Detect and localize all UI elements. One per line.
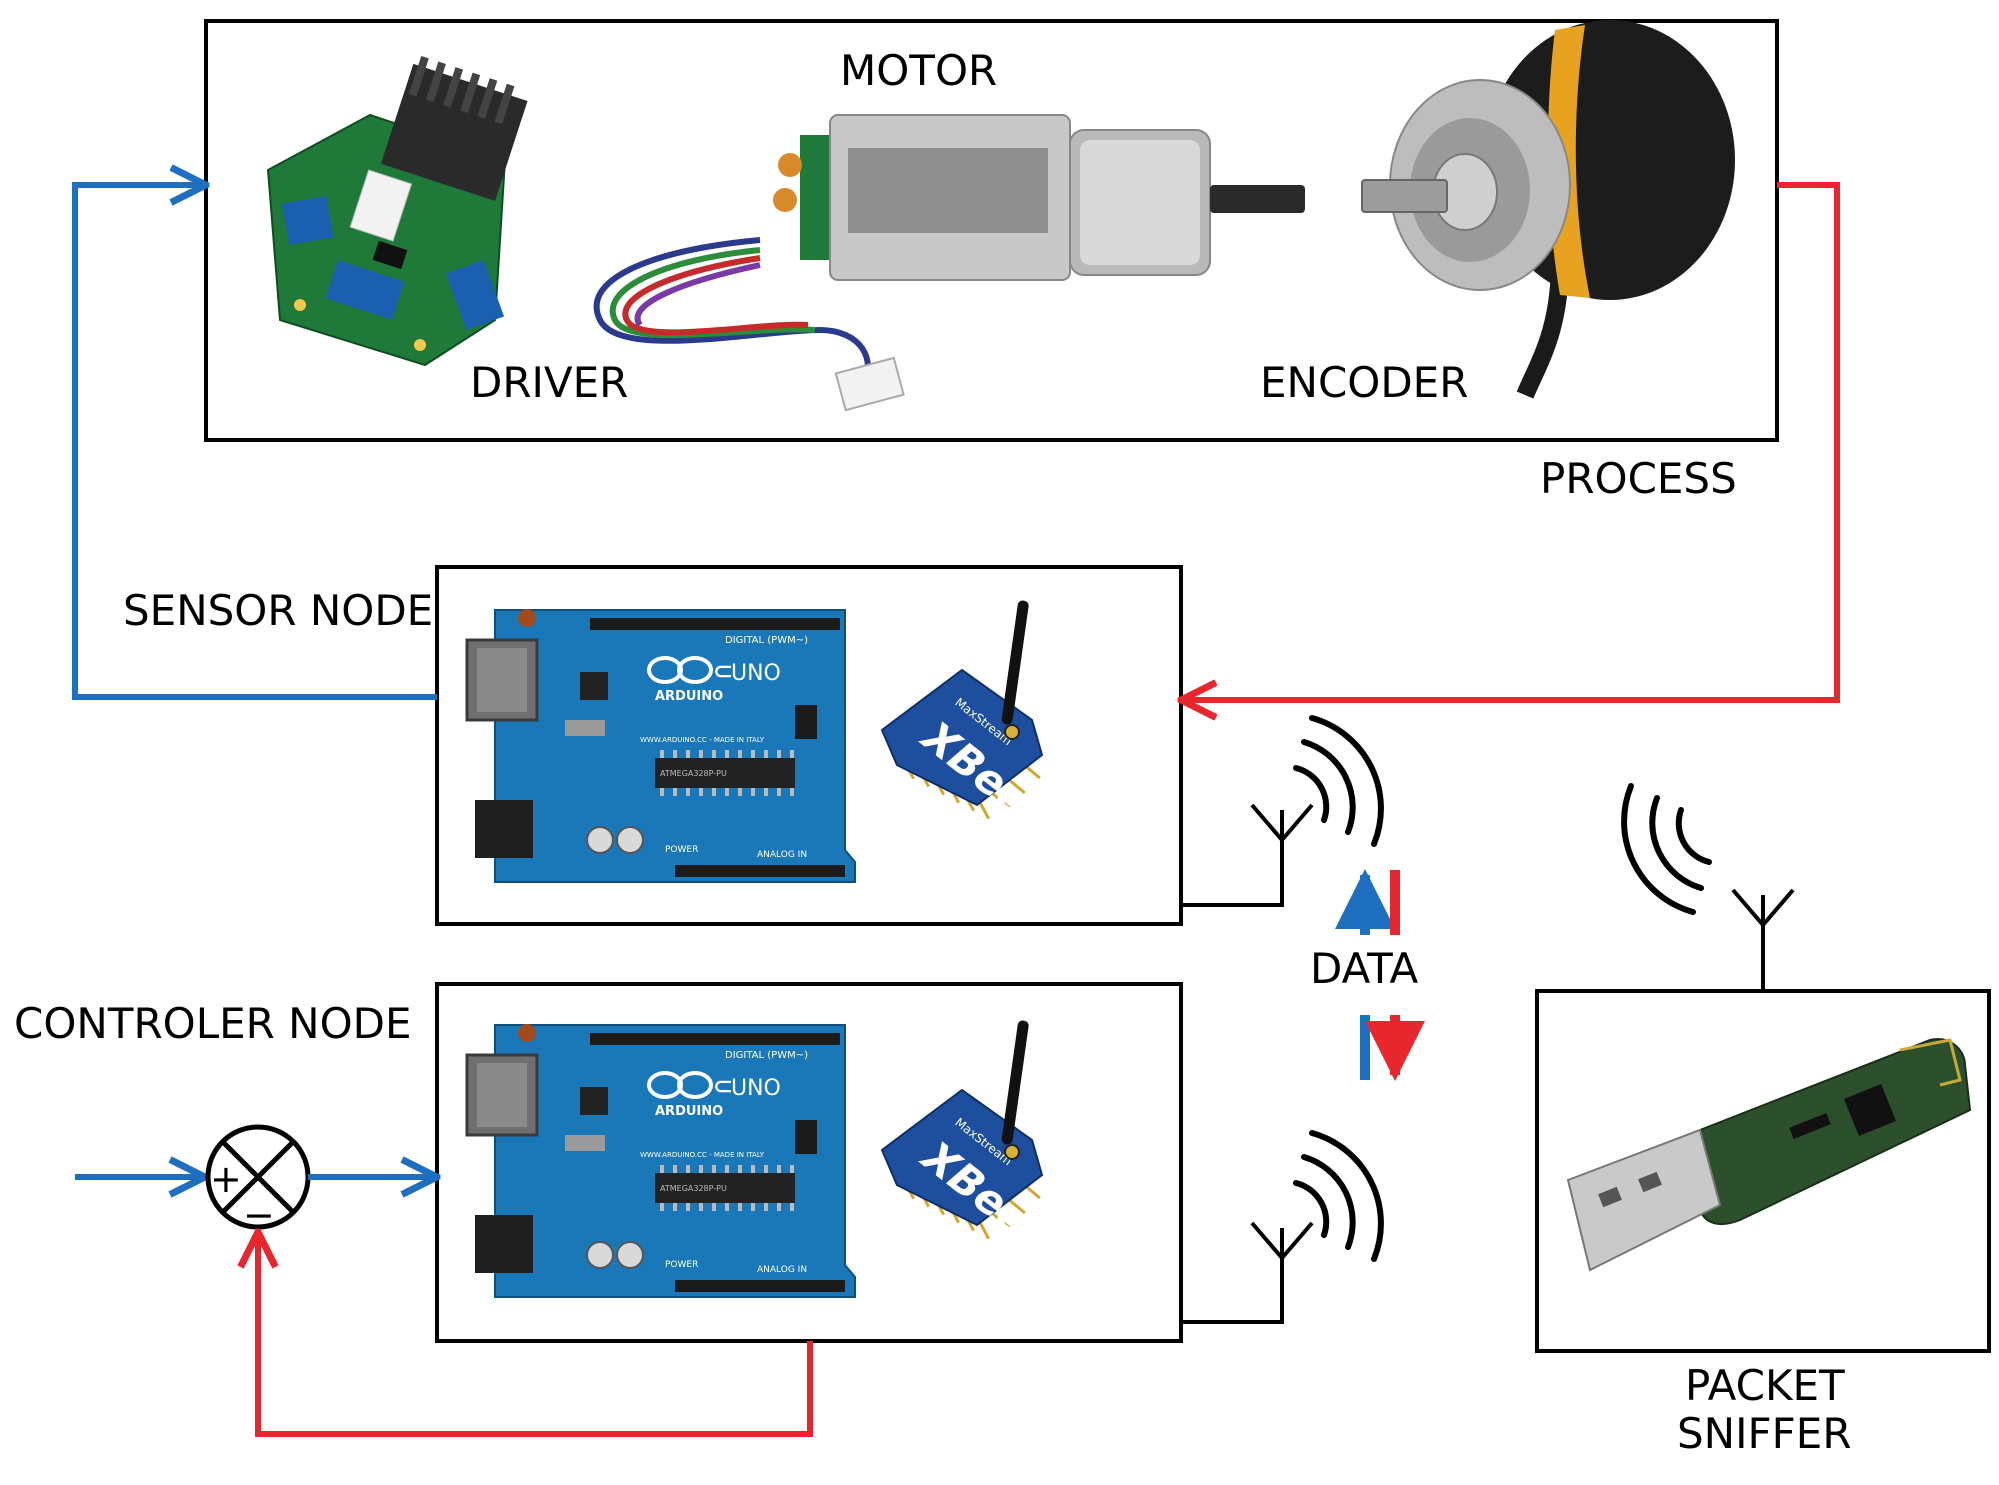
- radio-wave-icon: [1296, 1133, 1381, 1259]
- controler-node-label: CONTROLER NODE: [14, 1003, 412, 1048]
- antenna-icon: [1250, 1221, 1314, 1295]
- usb-sniffer-image: [1566, 1038, 1972, 1272]
- packet-label: PACKET: [1685, 1365, 1845, 1410]
- sensor-antenna-lead: [1181, 840, 1284, 907]
- radio-wave-icon: [1624, 786, 1709, 912]
- xbee-module-image: [881, 1018, 1043, 1247]
- data-flow-indicator: [1335, 869, 1425, 1081]
- motor-driver-image: [266, 55, 528, 367]
- junction-minus: −: [243, 1193, 275, 1237]
- arduino-uno-image: [465, 607, 857, 884]
- red-controller-feedback-line: [258, 1232, 813, 1437]
- sniffer-label: SNIFFER: [1677, 1413, 1852, 1458]
- process-label: PROCESS: [1540, 458, 1737, 503]
- driver-label: DRIVER: [470, 362, 629, 407]
- blue-feedback-line: [72, 185, 437, 700]
- junction-plus: +: [210, 1157, 242, 1201]
- process-box: [204, 19, 1779, 442]
- encoder-label: ENCODER: [1260, 362, 1469, 407]
- data-label: DATA: [1310, 948, 1419, 993]
- rotary-encoder-image: [1361, 20, 1735, 399]
- xbee-module-image: [881, 598, 1043, 827]
- sensor-node-box: [435, 565, 1183, 926]
- arduino-uno-image: [465, 1022, 857, 1299]
- summing-junction-icon: [205, 1124, 311, 1230]
- antenna-icon: [1731, 888, 1795, 962]
- controller-antenna-lead: [1181, 1258, 1284, 1324]
- sensor-node-label: SENSOR NODE: [123, 590, 434, 635]
- dc-motor-image: [593, 114, 1305, 412]
- red-encoder-line: [1181, 182, 1840, 700]
- radio-wave-icon: [1296, 718, 1381, 844]
- antenna-icon: [1250, 803, 1314, 877]
- motor-label: MOTOR: [840, 50, 998, 95]
